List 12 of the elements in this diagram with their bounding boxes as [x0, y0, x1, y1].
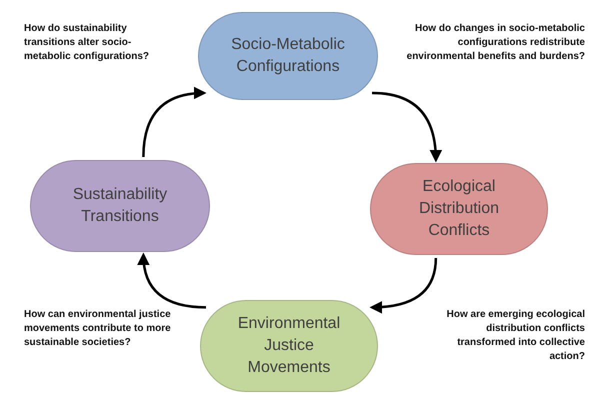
node-label: Environmental Justice Movements — [236, 314, 342, 378]
node-label: Socio-Metabolic Configurations — [230, 35, 346, 77]
curved-arrow — [142, 87, 206, 158]
question-text: How do changes in socio-metabolic configurations redistribute environmental benefits and burdens? — [406, 22, 585, 64]
curved-arrow — [370, 258, 438, 314]
node-label: Ecological Distribution Conflicts — [418, 177, 500, 241]
node-label: Sustainability Transitions — [72, 185, 168, 227]
curved-arrow — [138, 252, 206, 309]
question-text: How can environmental justice movements contribute to more sustainable societies? — [24, 308, 172, 350]
question-text: How do sustainability transitions alter socio-metabolic configurations? — [24, 22, 150, 64]
question-text: How are emerging ecological distribution conflicts transformed into collective action? — [446, 308, 585, 364]
curved-arrow — [372, 92, 442, 162]
